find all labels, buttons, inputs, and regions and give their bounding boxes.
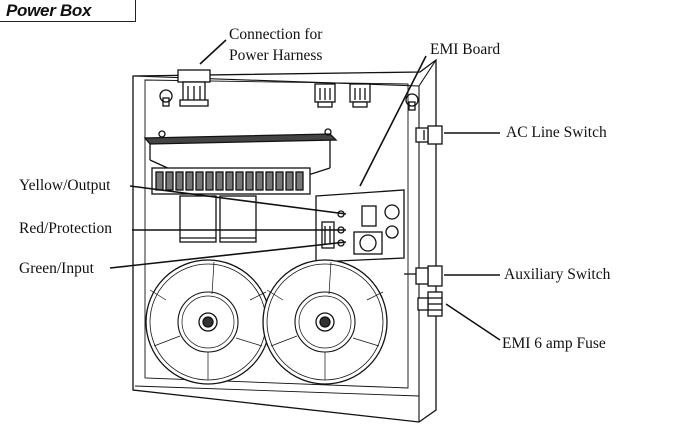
transformer-right — [262, 259, 388, 385]
leader-yellow — [129, 185, 347, 215]
leader-green — [109, 241, 347, 269]
leader-connection — [199, 39, 227, 65]
label-connection-line1: Connection for — [229, 26, 323, 43]
label-green-input: Green/Input — [19, 260, 94, 277]
top-connector-1 — [314, 83, 336, 108]
transformer-left — [145, 259, 271, 385]
keyhole-left — [159, 89, 173, 107]
leader-fuse — [445, 303, 501, 341]
ac-line-switch — [415, 125, 443, 145]
page-title: Power Box — [6, 1, 92, 20]
label-yellow-output: Yellow/Output — [19, 177, 111, 194]
emi-board — [315, 189, 405, 263]
keyhole-right — [405, 93, 419, 111]
leader-lines — [109, 39, 501, 341]
regulator-row — [151, 167, 311, 195]
power-harness-connector — [177, 69, 211, 107]
top-connector-2 — [349, 83, 371, 108]
auxiliary-switch — [404, 265, 443, 287]
emi-fuse-holder — [417, 291, 443, 317]
label-auxiliary-switch: Auxiliary Switch — [504, 266, 611, 283]
label-ac-line-switch: AC Line Switch — [506, 124, 607, 141]
leader-emi-board — [359, 55, 427, 187]
label-emi-board: EMI Board — [430, 41, 501, 58]
label-red-protection: Red/Protection — [19, 220, 112, 237]
header-tab: Power Box — [0, 0, 136, 22]
label-connection-line2: Power Harness — [229, 47, 323, 64]
label-emi-fuse: EMI 6 amp Fuse — [502, 335, 606, 352]
capacitors — [179, 195, 257, 243]
